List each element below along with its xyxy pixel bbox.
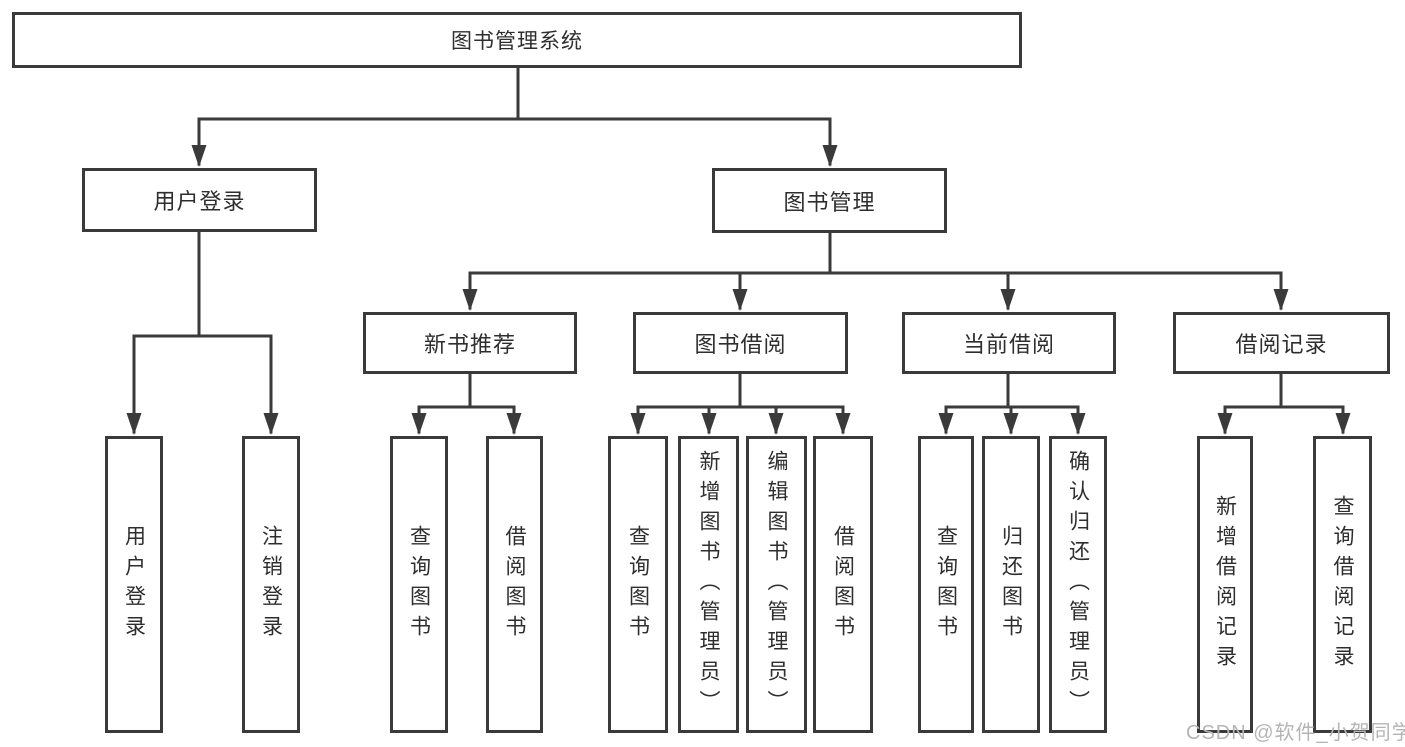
leaf-query-books-borrowing: 查询图书 — [608, 436, 668, 733]
leaf-borrow-books: 借阅图书 — [813, 436, 873, 733]
leaf-add-borrow-record: 新增借阅记录 — [1197, 436, 1253, 733]
leaf-borrow-books-recommend: 借阅图书 — [486, 436, 543, 733]
node-book-management: 图书管理 — [712, 168, 947, 233]
leaf-add-book-admin: 新增图书（管理员） — [678, 436, 739, 733]
node-user-login: 用户登录 — [82, 168, 317, 232]
leaf-query-books-recommend: 查询图书 — [390, 436, 448, 733]
csdn-watermark: CSDN @软件_小贺同学 — [1186, 722, 1405, 744]
node-library-system: 图书管理系统 — [12, 12, 1022, 68]
leaf-query-books-current: 查询图书 — [918, 436, 974, 733]
leaf-logout: 注销登录 — [242, 436, 300, 733]
node-new-book-recommend: 新书推荐 — [363, 312, 577, 374]
leaf-query-borrow-record: 查询借阅记录 — [1313, 436, 1372, 733]
leaf-edit-book-admin: 编辑图书（管理员） — [746, 436, 807, 733]
node-book-borrowing: 图书借阅 — [633, 312, 848, 374]
arrowheads — [126, 145, 1351, 435]
node-borrow-records: 借阅记录 — [1173, 312, 1390, 374]
leaf-user-login: 用户登录 — [105, 436, 163, 733]
leaf-confirm-return-admin: 确认归还（管理员） — [1049, 436, 1107, 733]
leaf-return-book: 归还图书 — [982, 436, 1040, 733]
node-current-borrowing: 当前借阅 — [902, 312, 1116, 374]
